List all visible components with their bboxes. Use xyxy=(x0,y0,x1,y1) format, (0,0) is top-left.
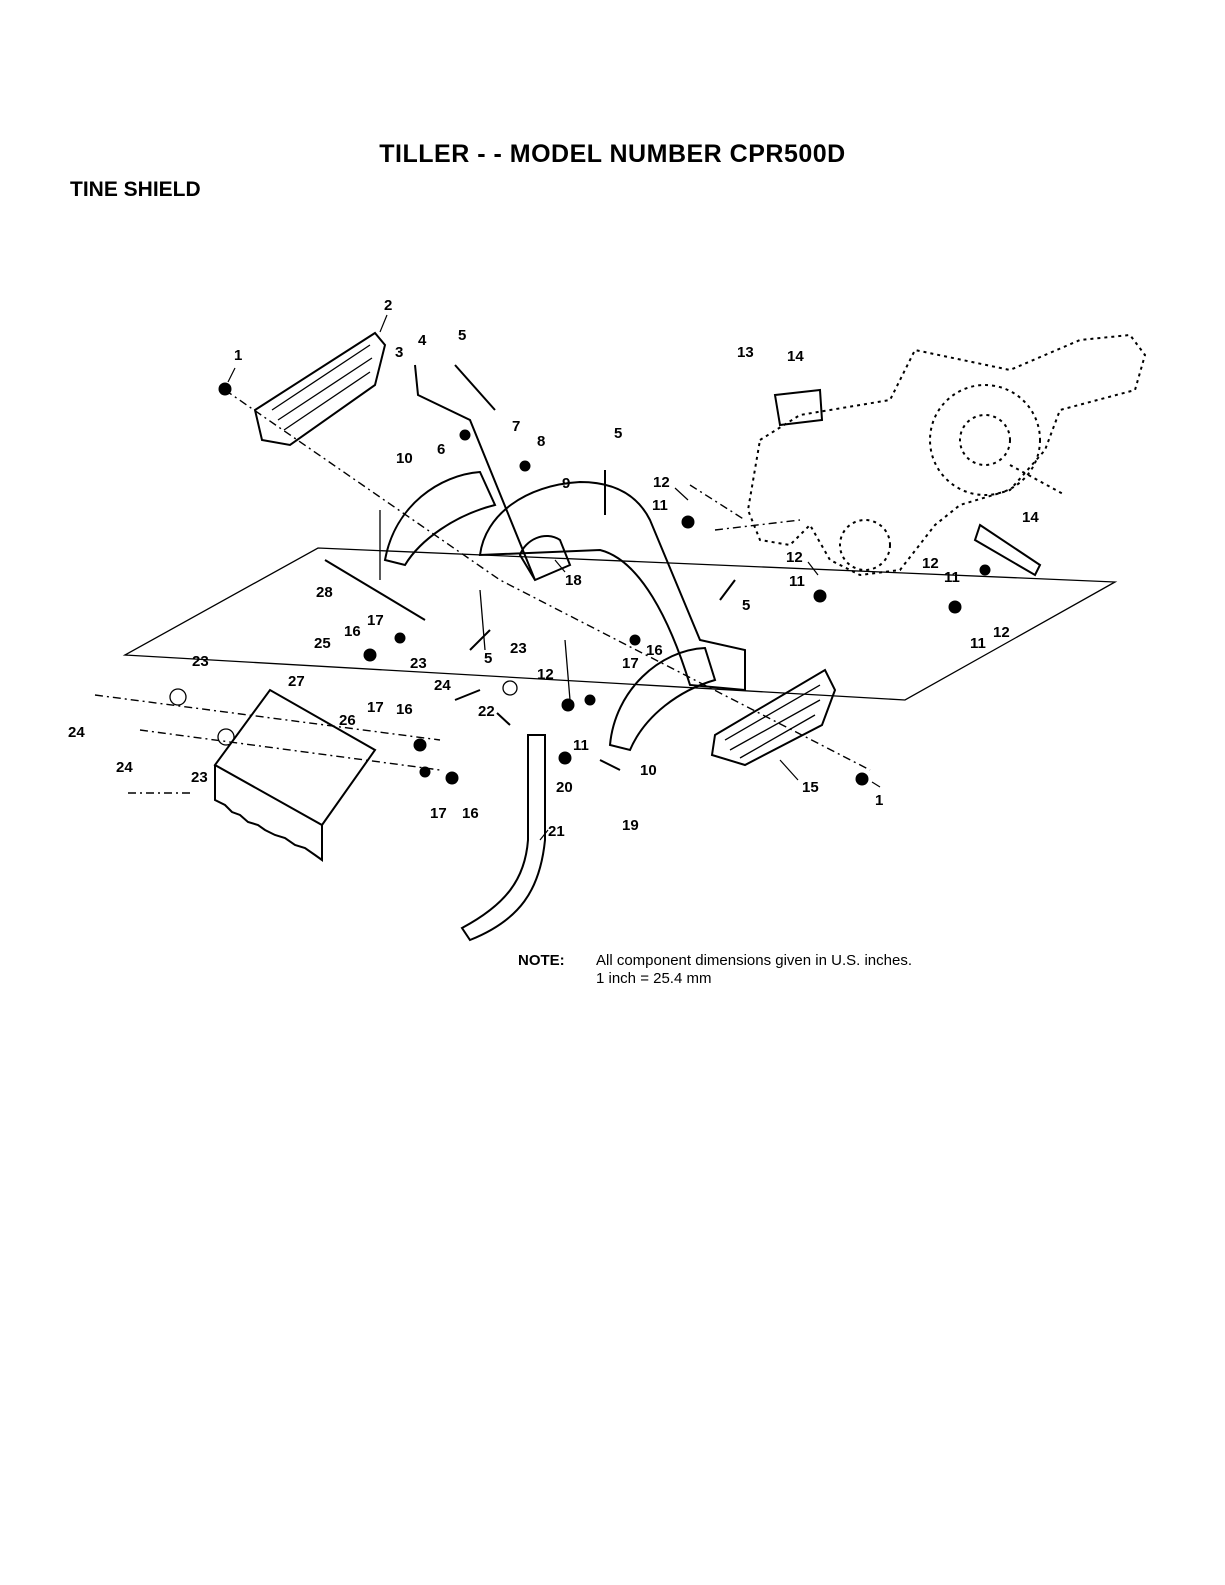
side-shield-left xyxy=(255,333,385,445)
callout-6: 6 xyxy=(437,441,445,458)
callout-27: 27 xyxy=(288,673,305,690)
note-line-2: 1 inch = 25.4 mm xyxy=(518,970,912,988)
callout-labels: 1 1 2 3 4 5 5 5 5 6 7 8 9 10 10 11 11 11… xyxy=(68,297,1039,840)
callout-10: 10 xyxy=(396,450,413,467)
callout-26: 26 xyxy=(339,712,356,729)
callout-10: 10 xyxy=(640,762,657,779)
callout-14: 14 xyxy=(787,348,804,365)
callout-5: 5 xyxy=(458,327,466,344)
callout-2: 2 xyxy=(384,297,392,314)
dimension-note: NOTE:All component dimensions given in U… xyxy=(518,952,912,988)
callout-16: 16 xyxy=(396,701,413,718)
side-shield-right xyxy=(712,670,835,765)
main-tine-shield xyxy=(480,482,745,690)
callout-24: 24 xyxy=(434,677,451,694)
callout-15: 15 xyxy=(802,779,819,796)
note-label: NOTE: xyxy=(518,952,596,970)
callout-5: 5 xyxy=(484,650,492,667)
callout-13: 13 xyxy=(737,344,754,361)
callout-7: 7 xyxy=(512,418,520,435)
callout-23: 23 xyxy=(191,769,208,786)
note-line-1: All component dimensions given in U.S. i… xyxy=(596,952,912,969)
callout-17: 17 xyxy=(367,612,384,629)
callout-19: 19 xyxy=(622,817,639,834)
callout-11: 11 xyxy=(652,497,668,514)
callout-21: 21 xyxy=(548,823,565,840)
callout-9: 9 xyxy=(562,475,570,492)
callout-24: 24 xyxy=(116,759,133,776)
transmission-housing xyxy=(748,335,1145,575)
callout-18: 18 xyxy=(565,572,582,589)
callout-17: 17 xyxy=(367,699,384,716)
callout-28: 28 xyxy=(316,584,333,601)
assembly-plane-lines xyxy=(125,510,1115,700)
callout-25: 25 xyxy=(314,635,331,652)
callout-1: 1 xyxy=(234,347,242,364)
callout-12: 12 xyxy=(993,624,1010,641)
callout-22: 22 xyxy=(478,703,495,720)
callout-12: 12 xyxy=(786,549,803,566)
callout-17: 17 xyxy=(430,805,447,822)
callout-11: 11 xyxy=(789,573,805,590)
callout-11: 11 xyxy=(944,569,960,586)
depth-stake xyxy=(462,735,545,940)
callout-11: 11 xyxy=(970,635,986,652)
callout-17: 17 xyxy=(622,655,639,672)
callout-12: 12 xyxy=(537,666,554,683)
callout-16: 16 xyxy=(462,805,479,822)
callout-16: 16 xyxy=(344,623,361,640)
callout-5: 5 xyxy=(742,597,750,614)
callout-3: 3 xyxy=(395,344,403,361)
callout-16: 16 xyxy=(646,642,663,659)
callout-23: 23 xyxy=(510,640,527,657)
callout-4: 4 xyxy=(418,332,427,349)
callout-12: 12 xyxy=(653,474,670,491)
callout-1: 1 xyxy=(875,792,883,809)
callout-14: 14 xyxy=(1022,509,1039,526)
callout-23: 23 xyxy=(410,655,427,672)
callout-24: 24 xyxy=(68,724,85,741)
callout-12: 12 xyxy=(922,555,939,572)
callout-20: 20 xyxy=(556,779,573,796)
flap-rod xyxy=(325,560,425,620)
exploded-parts-diagram: 1 1 2 3 4 5 5 5 5 6 7 8 9 10 10 11 11 11… xyxy=(0,0,1225,1000)
callout-8: 8 xyxy=(537,433,545,450)
callout-5: 5 xyxy=(614,425,622,442)
callout-11: 11 xyxy=(573,737,589,754)
brackets-14 xyxy=(775,390,1040,575)
callout-23: 23 xyxy=(192,653,209,670)
